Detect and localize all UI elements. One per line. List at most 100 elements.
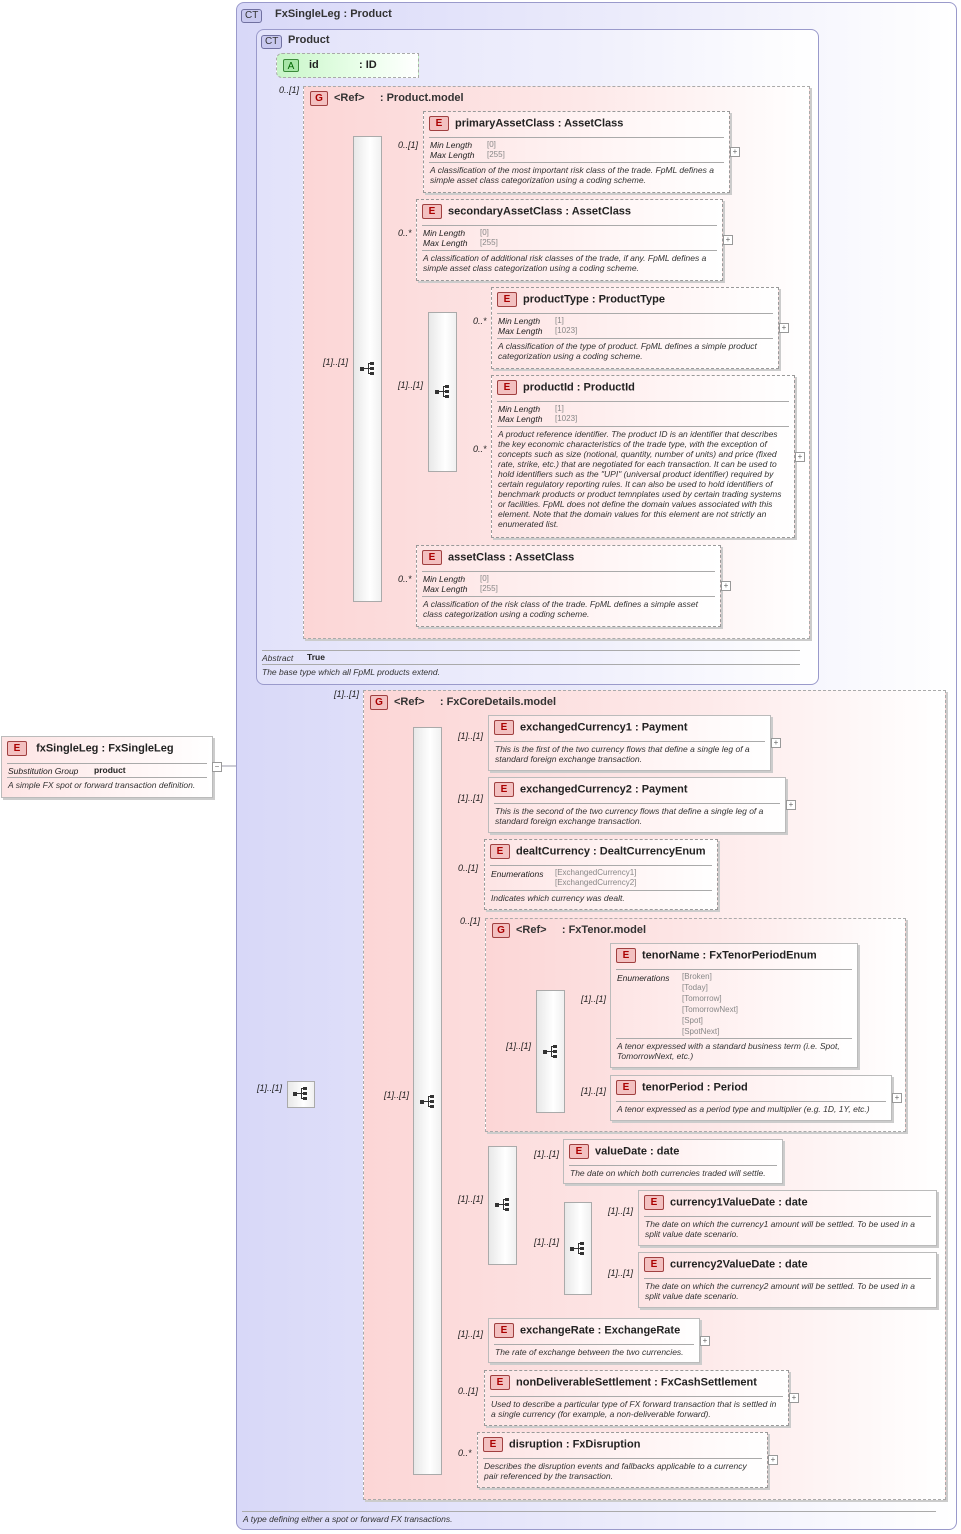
expand-toggle[interactable]: + — [779, 323, 789, 333]
choice-icon — [543, 1045, 557, 1058]
facet-label: Enumerations — [491, 869, 544, 879]
choice-compositor[interactable] — [428, 312, 457, 472]
cardinality-label: [1]..[1] — [257, 1083, 283, 1093]
attribute-type: : ID — [359, 59, 377, 71]
cardinality-label: 0..[1] — [458, 863, 479, 873]
expand-toggle[interactable]: + — [768, 1455, 778, 1465]
collapse-toggle[interactable]: − — [212, 762, 222, 772]
element-doc: A classification of the risk class of th… — [423, 599, 698, 619]
expand-toggle[interactable]: + — [786, 800, 796, 810]
cardinality-label: 0..[1] — [460, 916, 481, 926]
facet-value: [255] — [480, 584, 498, 593]
expand-toggle[interactable]: + — [892, 1093, 902, 1103]
cardinality-label: 0..* — [473, 316, 487, 326]
facet-value: [255] — [487, 150, 505, 159]
element-doc: Indicates which currency was dealt. — [491, 893, 625, 903]
enum-value: [Spot] — [682, 1016, 703, 1025]
facet-value: [0] — [480, 228, 489, 237]
sequence-icon — [293, 1087, 307, 1100]
attribute-id[interactable]: A id : ID — [276, 53, 419, 78]
expand-toggle[interactable]: + — [721, 581, 731, 591]
cardinality-label: [1]..[1] — [534, 1237, 560, 1247]
abstract-value: True — [307, 652, 325, 662]
element-icon: E — [616, 948, 636, 963]
enum-value: [ExchangedCurrency2] — [555, 878, 637, 887]
cardinality-label: [1]..[1] — [608, 1206, 634, 1216]
cardinality-label: [1]..[1] — [581, 1086, 607, 1096]
element-doc: A classification of additional risk clas… — [423, 253, 707, 273]
cardinality-label: 0..* — [458, 1448, 472, 1458]
expand-toggle[interactable]: + — [789, 1393, 799, 1403]
choice-compositor[interactable] — [488, 1146, 517, 1265]
expand-toggle[interactable]: + — [700, 1336, 710, 1346]
facet-value: [0] — [480, 574, 489, 583]
facet-value: [1] — [555, 316, 564, 325]
cardinality-label: [1]..[1] — [334, 689, 360, 699]
sequence-icon — [420, 1095, 434, 1108]
expand-toggle[interactable]: + — [723, 235, 733, 245]
sequence-icon — [570, 1242, 584, 1255]
type-separator: : — [101, 742, 106, 755]
element-doc: A tenor expressed as a period type and m… — [617, 1104, 870, 1114]
enum-value: [Today] — [682, 983, 708, 992]
element-icon: E — [644, 1257, 664, 1272]
facet-label: Min Length — [430, 140, 473, 150]
enum-value: [SpotNext] — [682, 1027, 720, 1036]
facet-label: Max Length — [430, 150, 475, 160]
element-doc: The date on which the currency1 amount w… — [645, 1219, 915, 1239]
element-doc: The date on which the currency2 amount w… — [645, 1281, 915, 1301]
facet-label: Min Length — [423, 228, 466, 238]
element-doc: A simple FX spot or forward transaction … — [8, 780, 196, 790]
cardinality-label: [1]..[1] — [506, 1041, 532, 1051]
cardinality-label: [1]..[1] — [608, 1268, 634, 1278]
cardinality-label: [1]..[1] — [384, 1090, 410, 1100]
sequence-compositor[interactable] — [564, 1202, 592, 1295]
facet-label: Max Length — [423, 584, 468, 594]
group-icon: G — [310, 91, 328, 106]
element-doc: Describes the disruption events and fall… — [484, 1461, 747, 1481]
element-icon: E — [7, 741, 27, 756]
cardinality-label: 0..* — [398, 228, 412, 238]
group-icon: G — [370, 695, 388, 710]
enum-value: [ExchangedCurrency1] — [555, 868, 637, 877]
complex-type-icon: CT — [261, 35, 283, 49]
attribute-icon: A — [283, 59, 299, 72]
expand-toggle[interactable]: + — [795, 452, 805, 462]
cardinality-label: 0..[1] — [279, 85, 300, 95]
element-icon: E — [422, 204, 442, 219]
cardinality-label: 0..[1] — [458, 1386, 479, 1396]
element-icon: E — [483, 1437, 503, 1452]
cardinality-label: [1]..[1] — [458, 1329, 484, 1339]
complex-type-doc: The base type which all FpML products ex… — [262, 667, 440, 677]
element-icon: E — [497, 380, 517, 395]
facet-label: Enumerations — [617, 973, 670, 983]
element-doc: A product reference identifier. The prod… — [498, 429, 782, 529]
facet-value: [1023] — [555, 326, 578, 335]
facet-label: Min Length — [423, 574, 466, 584]
element-name: fxSingleLeg — [36, 742, 99, 755]
cardinality-label: 0..* — [398, 574, 412, 584]
enum-value: [Broken] — [682, 972, 712, 981]
subst-group-value: product — [94, 765, 126, 775]
root-element-fxSingleLeg[interactable]: E fxSingleLeg : FxSingleLeg Substitution… — [1, 736, 213, 798]
subst-group-label: Substitution Group — [8, 766, 79, 776]
expand-toggle[interactable]: + — [730, 147, 740, 157]
element-type: FxSingleLeg — [108, 742, 174, 755]
expand-toggle[interactable]: + — [771, 738, 781, 748]
